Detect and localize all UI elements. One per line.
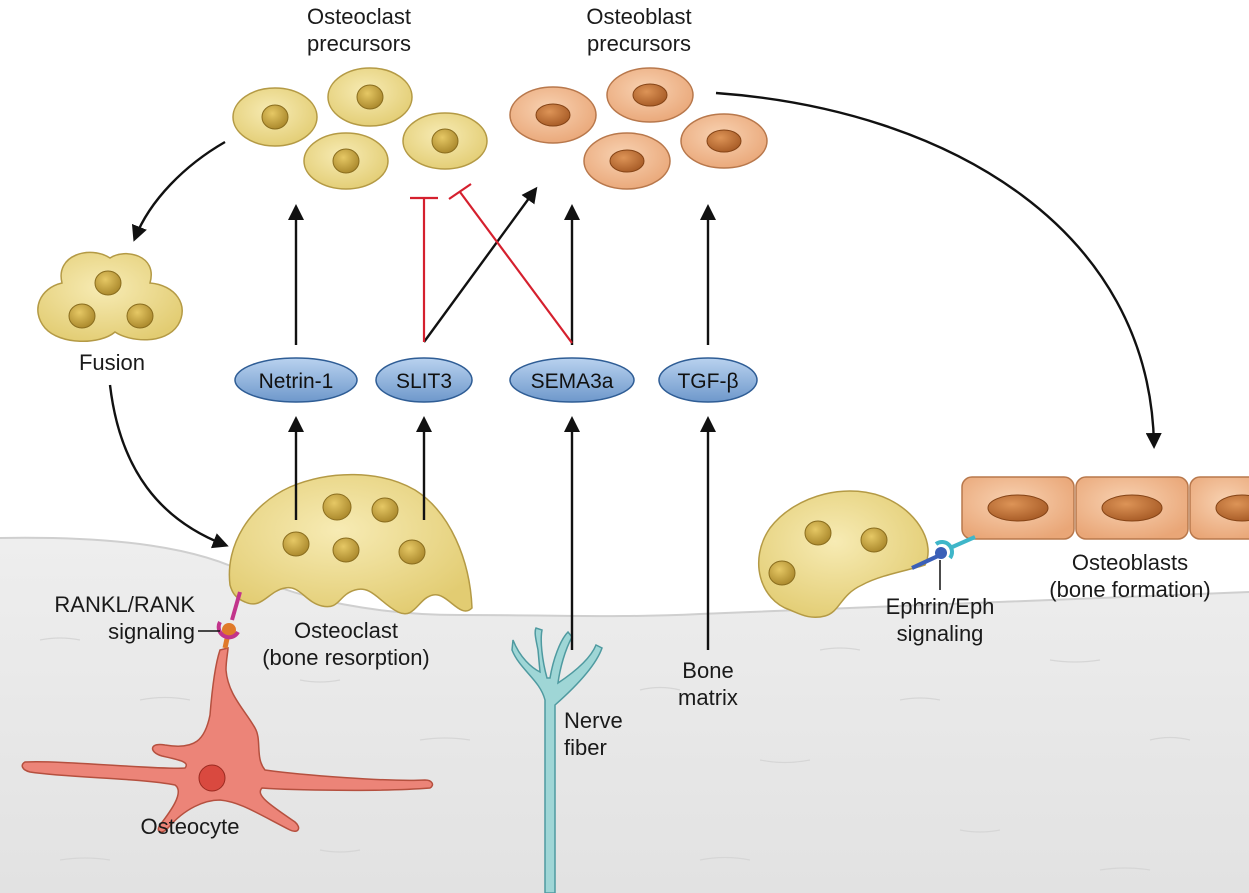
osteoblast-cell (1189, 476, 1249, 540)
rankl-label-2: signaling (108, 619, 195, 644)
inhibition-slit3 (410, 196, 438, 342)
fused-cell (37, 251, 183, 342)
osteoblast-precursors-group (509, 67, 768, 190)
bone-matrix-label-1: Bone (682, 658, 733, 683)
bone-texture (39, 637, 1191, 871)
osteoblasts-label-2: (bone formation) (1049, 577, 1210, 602)
nerve-label-2: fiber (564, 735, 607, 760)
osteoclast-cell (228, 473, 473, 615)
osteoclast-precursors-group (232, 67, 488, 190)
osteocyte-cell (21, 647, 434, 833)
factor-sema3a: SEMA3a (509, 357, 635, 403)
factor-netrin-label: Netrin-1 (259, 370, 334, 393)
osteoblasts-label-1: Osteoblasts (1072, 550, 1188, 575)
osteoblast-precursor-cell (680, 113, 768, 169)
ephrin-eph-receptor (911, 535, 976, 590)
osteoblast-cell (1075, 476, 1189, 540)
factor-netrin: Netrin-1 (234, 357, 358, 403)
factor-slit3: SLIT3 (375, 357, 473, 403)
osteoclast-precursor-cell (232, 87, 318, 147)
osteoclast-cell-right (757, 490, 929, 619)
rankl-label-1: RANKL/RANK (54, 592, 195, 617)
osteoblast-precursor-cell (509, 86, 597, 144)
bone-matrix-label-2: matrix (678, 685, 738, 710)
osteoblast-precursors-label-1: Osteoblast (586, 4, 691, 29)
ephrin-label-1: Ephrin/Eph (886, 594, 995, 619)
osteocyte-label: Osteocyte (140, 814, 239, 839)
arrow-precursors-to-fusion (131, 140, 226, 242)
osteoclast-label-2: (bone resorption) (262, 645, 430, 670)
osteoblast-row (961, 476, 1249, 540)
factor-tgfb-label: TGF-β (677, 370, 738, 393)
arrow-slit3-to-osteoblast (423, 186, 538, 343)
osteoclast-precursor-cell (303, 132, 389, 190)
factor-tgfb: TGF-β (658, 357, 758, 403)
bone-matrix-region (0, 537, 1249, 893)
osteoblast-precursor-cell (583, 132, 671, 190)
osteoclast-precursors-label-1: Osteoclast (307, 4, 411, 29)
factor-sema3a-label: SEMA3a (531, 370, 614, 393)
osteoclast-label-1: Osteoclast (294, 618, 398, 643)
nerve-fiber (511, 627, 603, 893)
osteoclast-precursors-label-2: precursors (307, 31, 411, 56)
fusion-label: Fusion (79, 350, 145, 375)
bone-surface-line (0, 536, 1249, 618)
rankl-rank-receptor (198, 591, 242, 649)
osteoclast-precursor-cell (327, 67, 413, 127)
nerve-label-1: Nerve (564, 708, 623, 733)
factor-slit3-label: SLIT3 (396, 370, 452, 393)
arrow-precursors-to-osteoblasts (715, 91, 1162, 449)
osteoblast-precursor-cell (606, 67, 694, 123)
inhibition-sema3a (448, 183, 573, 344)
osteoclast-precursor-cell (402, 112, 488, 170)
osteoblast-cell (961, 476, 1075, 540)
arrow-fusion-to-osteoclast (108, 384, 229, 549)
ephrin-label-2: signaling (897, 621, 984, 646)
osteoblast-precursors-label-2: precursors (587, 31, 691, 56)
